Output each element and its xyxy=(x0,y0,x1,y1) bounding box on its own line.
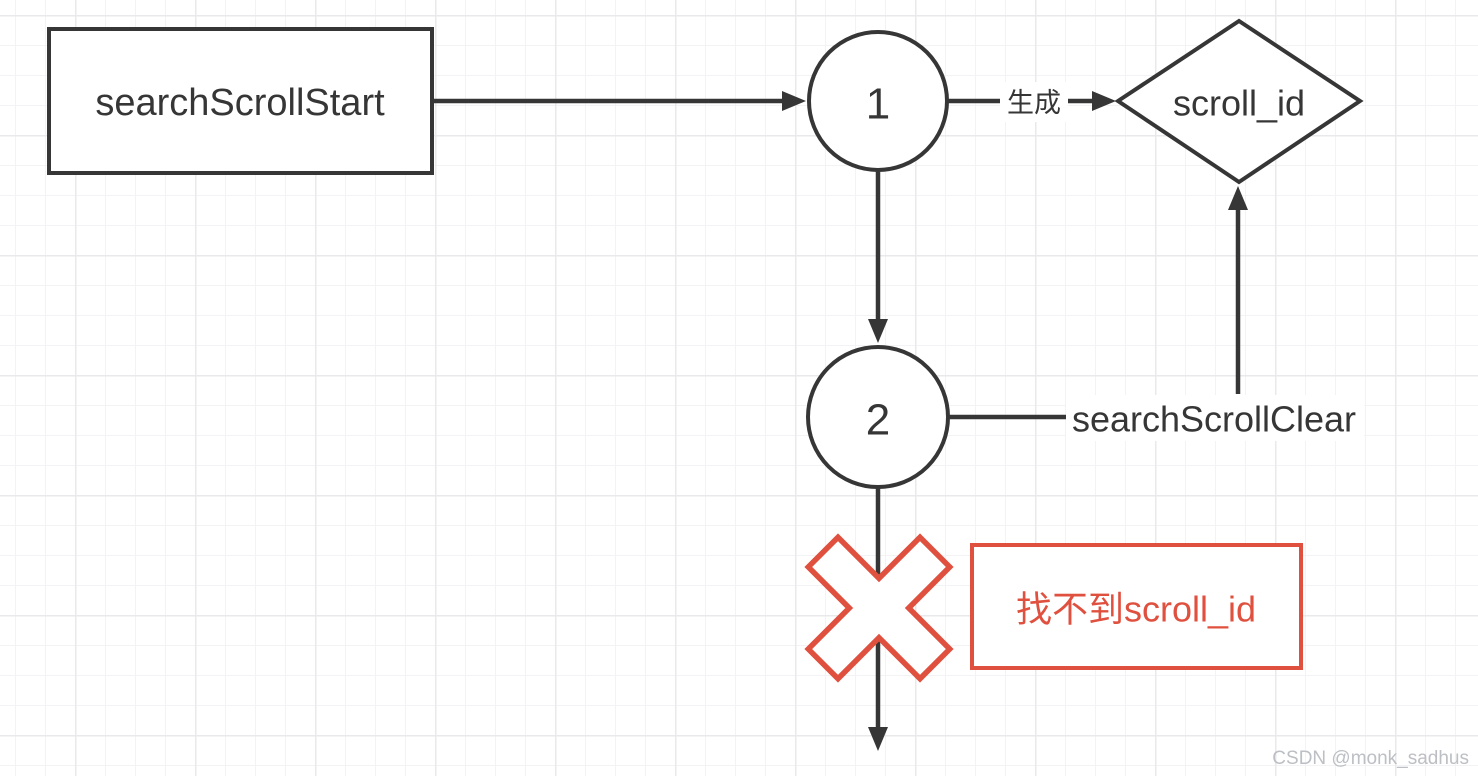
arrowhead-down-icon xyxy=(868,727,888,751)
node-scroll-id: scroll_id xyxy=(1114,18,1364,185)
node-label-error: 找不到scroll_id xyxy=(1016,589,1256,630)
arrowhead-down-icon xyxy=(868,319,888,343)
node-step-1: 1 xyxy=(807,30,949,172)
edge-step1-to-scrollid: 生成 xyxy=(947,82,1116,122)
arrowhead-right-icon xyxy=(782,91,806,111)
edge-step2-to-clear: searchScrollClear xyxy=(948,395,1364,441)
arrowhead-right-icon xyxy=(1092,91,1116,111)
blocked-cross-icon xyxy=(804,533,954,683)
node-step-2: 2 xyxy=(806,345,950,489)
edge-label-search-scroll-clear: searchScrollClear xyxy=(1072,399,1356,440)
node-label-search-scroll-start: searchScrollStart xyxy=(95,82,385,124)
node-search-scroll-start: searchScrollStart xyxy=(47,27,434,175)
arrowhead-up-icon xyxy=(1228,186,1248,210)
watermark: CSDN @monk_sadhus xyxy=(1272,748,1469,769)
node-label-step-1: 1 xyxy=(866,80,890,129)
edge-clear-to-scrollid xyxy=(1228,186,1248,394)
node-error-box: 找不到scroll_id xyxy=(970,543,1303,670)
edge-label-generate: 生成 xyxy=(1007,88,1061,118)
node-label-scroll-id: scroll_id xyxy=(1173,83,1305,124)
edge-step1-to-step2 xyxy=(868,170,888,343)
edge-start-to-step1 xyxy=(432,91,806,111)
node-label-step-2: 2 xyxy=(866,396,890,445)
